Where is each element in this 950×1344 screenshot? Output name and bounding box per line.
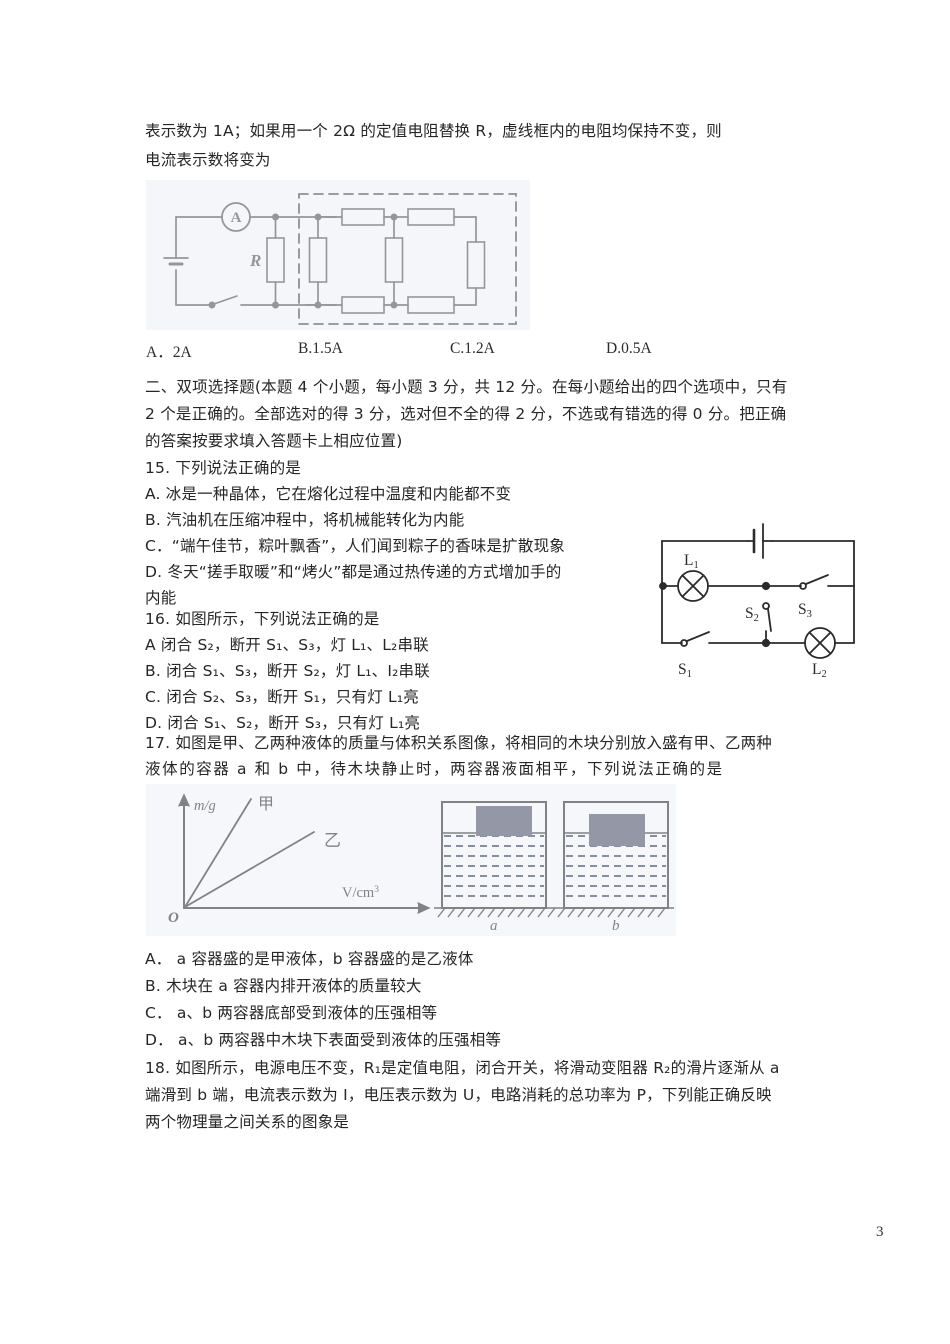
page-number: 3 [876, 1224, 884, 1240]
q17-origin-label: O [168, 910, 179, 926]
q17-figure: m/g 甲 乙 V/cm3 O [146, 784, 676, 936]
q15-option-c: C．“端午佳节，粽叶飘香”，人们闻到粽子的香味是扩散现象 [145, 537, 565, 555]
q17-container-b-label: b [612, 918, 620, 934]
q18-stem-line3: 两个物理量之间关系的图象是 [145, 1113, 350, 1131]
q16-option-d: D. 闭合 S₁、S₂，断开 S₃，只有灯 L₁亮 [145, 714, 421, 732]
q17-container-a-label: a [490, 918, 498, 934]
section2-line1: 二、双项选择题(本题 4 个小题，每小题 3 分，共 12 分。在每小题给出的四… [145, 378, 788, 396]
q16-lamp1-label: L1 [684, 552, 699, 571]
q15-option-b: B. 汽油机在压缩冲程中，将机械能转化为内能 [145, 511, 465, 529]
q17-line-shallow-label: 乙 [324, 831, 341, 851]
q17-option-c: C． a、b 两容器底部受到液体的压强相等 [145, 1004, 438, 1022]
q18-stem-line1: 18. 如图所示，电源电压不变，R₁是定值电阻，闭合开关，将滑动变阻器 R₂的滑… [145, 1059, 780, 1077]
section2-line2: 2 个是正确的。全部选对的得 3 分，选对但不全的得 2 分，不选或有错选的得 … [145, 405, 787, 423]
q17-line-steep-label: 甲 [258, 794, 274, 813]
q16-lamp2-label: L2 [812, 661, 827, 680]
q16-option-b: B. 闭合 S₁、S₃，断开 S₂，灯 L₁、I₂串联 [145, 662, 430, 680]
q17-option-b: B. 木块在 a 容器内排开液体的质量较大 [145, 977, 422, 995]
q17-container-a [441, 801, 547, 909]
q16-stem: 16. 如图所示，下列说法正确的是 [145, 610, 380, 628]
q16-circuit-svg: L1 S2 S3 S1 L2 [659, 523, 855, 680]
q15-option-d: D. 冬天“搓手取暖”和“烤火”都是通过热传递的方式增加手的 [145, 563, 562, 581]
q14-line2: 电流表示数将变为 [145, 151, 271, 169]
q17-figure-svg: m/g 甲 乙 V/cm3 O [168, 793, 674, 934]
q17-yaxis-label: m/g [194, 798, 216, 814]
q16-circuit-figure: L1 S2 S3 S1 L2 [638, 518, 878, 683]
q14-option-b: B.1.5A [298, 340, 343, 357]
section2-line3: 的答案按要求填入答题卡上相应位置) [145, 432, 403, 450]
q16-switch1-label: S1 [678, 661, 692, 680]
q14-option-d: D.0.5A [606, 340, 652, 357]
q18-stem-line2: 端滑到 b 端，电流表示数为 I，电压表示数为 U，电路消耗的总功率为 P，下列… [145, 1086, 772, 1104]
q17-xaxis-label: V/cm3 [342, 885, 379, 901]
q17-stem-line1: 17. 如图是甲、乙两种液体的质量与体积关系图像，将相同的木块分别放入盛有甲、乙… [145, 734, 772, 752]
q16-switch3-label: S3 [798, 601, 812, 620]
q16-option-c: C. 闭合 S₂、S₃，断开 S₁，只有灯 L₁亮 [145, 688, 419, 706]
q14-line1: 表示数为 1A；如果用一个 2Ω 的定值电阻替换 R，虚线框内的电阻均保持不变，… [145, 122, 722, 140]
q14-circuit-figure: A R [146, 180, 530, 330]
q15-option-d-cont: 内能 [145, 589, 177, 607]
q16-switch2-label: S2 [745, 605, 759, 624]
q17-option-d: D． a、b 两容器中木块下表面受到液体的压强相等 [145, 1031, 502, 1049]
q15-option-a: A. 冰是一种晶体，它在熔化过程中温度和内能都不变 [145, 485, 512, 503]
q14-option-c: C.1.2A [450, 340, 495, 357]
q17-ground-hatch [437, 907, 666, 918]
q14-option-a: A．2A [146, 344, 192, 361]
q17-option-a: A． a 容器盛的是甲液体，b 容器盛的是乙液体 [145, 950, 474, 968]
q16-option-a: A 闭合 S₂，断开 S₁、S₃，灯 L₁、L₂串联 [145, 636, 429, 654]
q15-stem: 15. 下列说法正确的是 [145, 459, 301, 477]
q17-stem-line2: 液体的容器 a 和 b 中，待木块静止时，两容器液面相平，下列说法正确的是 [145, 760, 724, 778]
